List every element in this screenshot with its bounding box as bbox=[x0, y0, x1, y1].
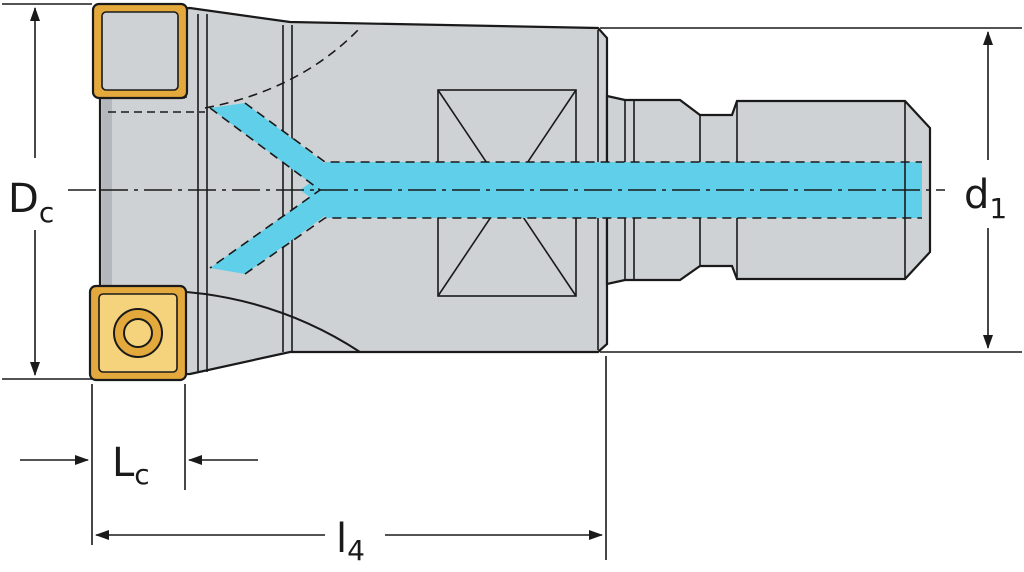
dimension-lc bbox=[20, 384, 258, 545]
dimension-dc bbox=[2, 3, 100, 380]
coolant-channel bbox=[209, 102, 922, 275]
dimension-label-lc: Lc bbox=[112, 440, 150, 491]
dimension-label-l4: l4 bbox=[336, 516, 365, 567]
dimension-d1 bbox=[600, 27, 1022, 353]
dimension-l4 bbox=[95, 356, 607, 560]
dimension-label-dc: Dc bbox=[8, 176, 54, 229]
insert-top bbox=[91, 2, 189, 100]
insert-bottom bbox=[88, 284, 188, 382]
dimension-label-d1: d1 bbox=[964, 172, 1007, 225]
